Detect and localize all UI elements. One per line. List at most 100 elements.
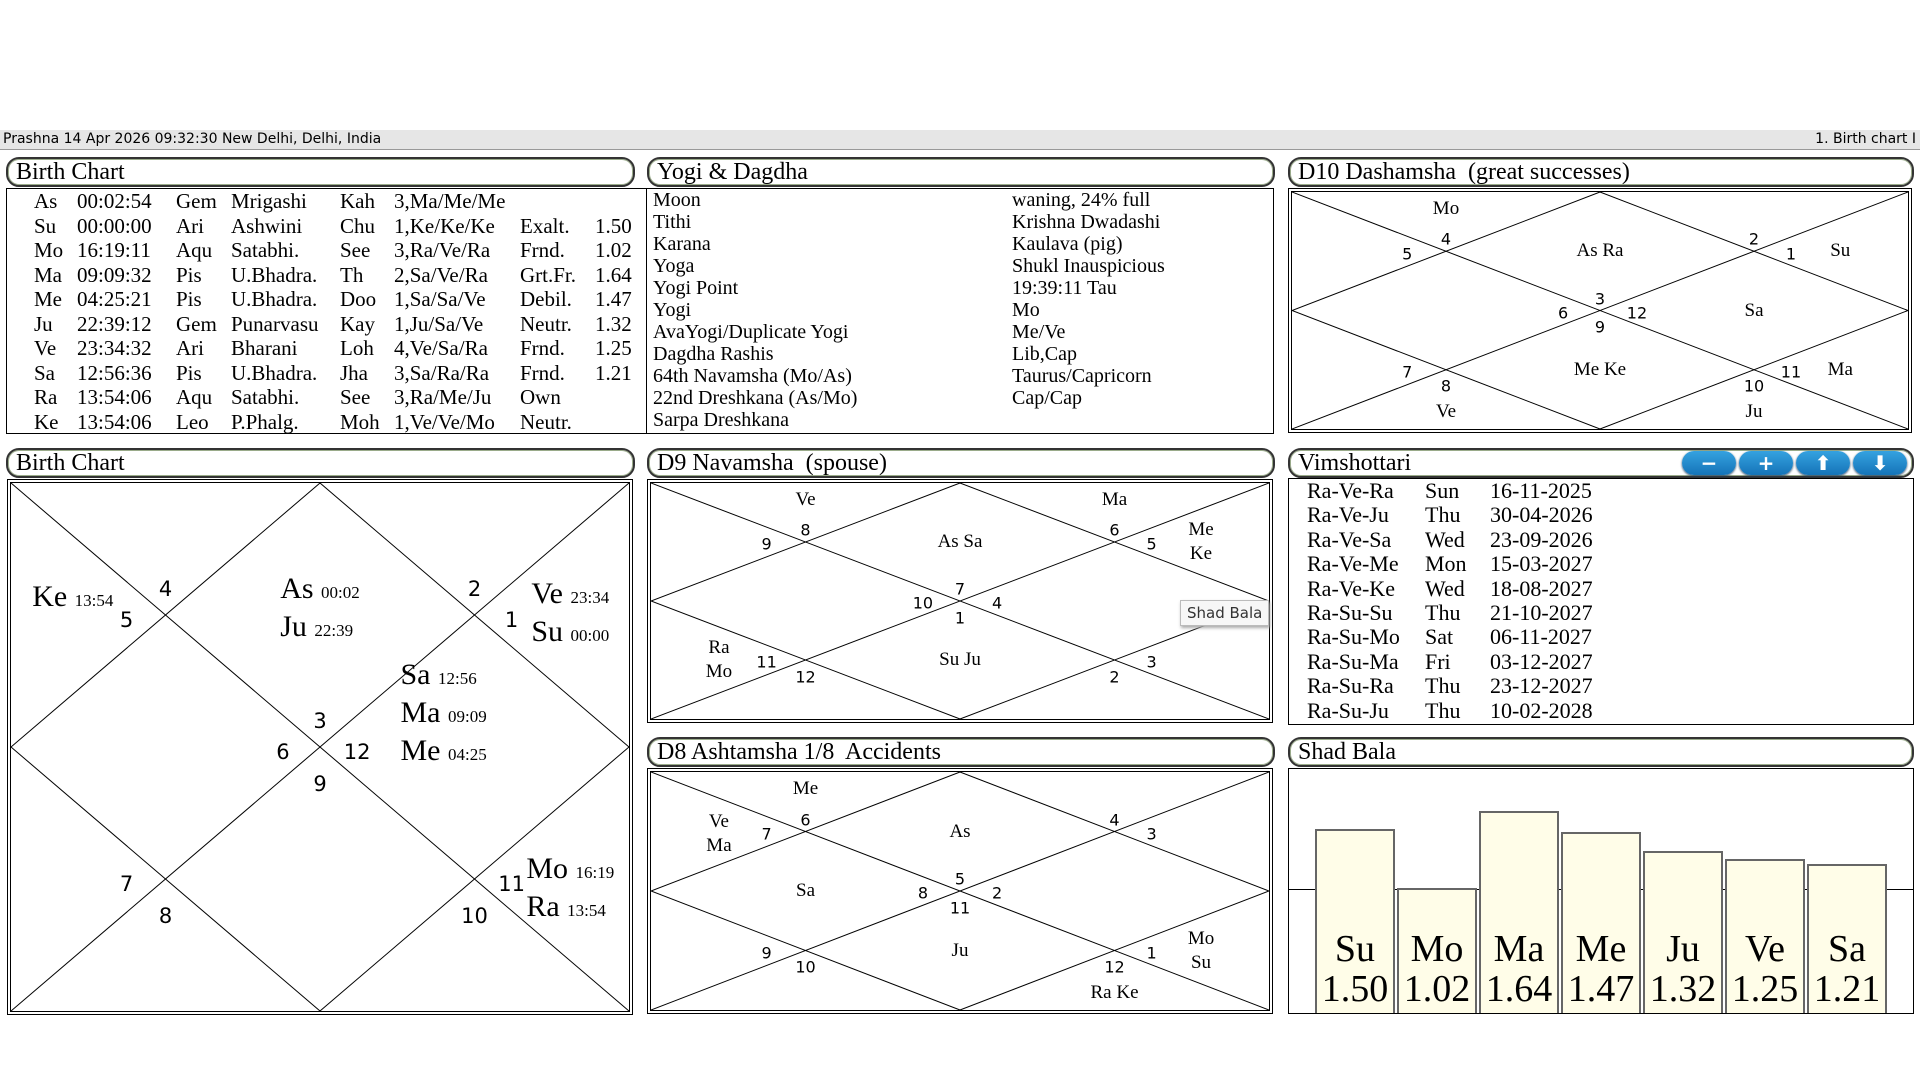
birth-table-planet: Ra (34, 385, 58, 409)
house-planets: Ju (952, 939, 969, 963)
expand-button[interactable]: + (1739, 451, 1793, 475)
birth-chart-title[interactable]: Birth Chart (6, 448, 635, 478)
scroll-down-button[interactable]: ⬇ (1853, 451, 1907, 475)
planet: Mo (1187, 927, 1215, 949)
birth-table-sign: Ari (176, 213, 204, 238)
birth-table-nakshatra: U.Bhadra. (231, 360, 318, 385)
birth-table-pada: 3,Ra/Me/Ju (394, 385, 492, 409)
planet: Mo 16:19 (526, 852, 614, 890)
dasha-date: 18-08-2027 (1490, 575, 1593, 601)
house-sign-number: 7 (761, 824, 772, 844)
d9-title[interactable]: D9 Navamsha (spouse) (647, 448, 1275, 478)
dasha-date: 23-12-2027 (1490, 673, 1593, 699)
diamond-edge (651, 772, 960, 891)
bar-value: 1.25 (1731, 968, 1799, 1010)
planet: Ra 13:54 (526, 890, 614, 928)
planet: Su (1190, 951, 1212, 973)
birth-table-longitude: 13:54:06 (77, 409, 152, 434)
house-sign-number: 12 (795, 667, 816, 687)
yogi-label: Yoga (653, 255, 695, 277)
house-planets: Me (793, 777, 818, 801)
house-sign-number: 7 (1402, 362, 1413, 382)
dasha-period: Ra-Su-Ra (1307, 673, 1394, 699)
planet: Ke (1189, 543, 1213, 564)
diamond-edge (960, 483, 1269, 601)
dasha-date: 15-03-2027 (1490, 551, 1593, 577)
diamond-edge (11, 747, 320, 1011)
planet: Ra (708, 637, 730, 658)
birth-table-sign: Ari (176, 336, 204, 360)
birth-table-pada: 1,Ve/Ve/Mo (394, 409, 495, 434)
yogi-value: Taurus/Capricorn (1012, 365, 1152, 387)
dasha-period: Ra-Ve-Ra (1307, 478, 1394, 503)
house-sign-number: 7 (954, 579, 966, 599)
dasha-period: Ra-Su-Su (1307, 600, 1393, 625)
dasha-weekday: Wed (1425, 526, 1465, 552)
d8-title[interactable]: D8 Ashtamsha 1/8 Accidents (647, 737, 1275, 767)
birth-table-longitude: 04:25:21 (77, 287, 152, 311)
birth-table-dignity: Debil. (520, 287, 572, 311)
house-planets: Su (1830, 239, 1850, 263)
diamond-edge (11, 483, 320, 747)
birth-table-dignity: Exalt. (520, 213, 570, 238)
dasha-period: Ra-Ve-Me (1307, 551, 1399, 577)
house-planets: Ju (1746, 400, 1763, 424)
planet: Ke 13:54 (32, 580, 113, 618)
house-planets: Ke 13:54 (32, 580, 113, 618)
diagonal (11, 483, 629, 1011)
yogi-title[interactable]: Yogi & Dagdha (647, 157, 1275, 187)
chart-selector-label[interactable]: 1. Birth chart I (1815, 131, 1916, 147)
planet-degree: 00:02 (321, 582, 360, 602)
house-sign-number: 2 (1748, 229, 1760, 249)
planet: Ma 09:09 (400, 696, 486, 734)
yogi-label: 22nd Dreshkana (As/Mo) (653, 387, 858, 409)
house-sign-number: 8 (1440, 376, 1452, 396)
bar-planet: Mo (1410, 928, 1464, 970)
shadbala-title[interactable]: Shad Bala (1288, 737, 1914, 767)
bar-planet: Su (1334, 928, 1376, 970)
planet-name: Ra (526, 889, 560, 923)
house-sign-number: 3 (1146, 652, 1157, 672)
planet-name: Ju (280, 609, 307, 643)
birth-table-nakshatra: Punarvasu (231, 311, 319, 336)
house-planets: As Ra (1577, 239, 1624, 263)
birth-table-planet: Ve (34, 336, 57, 360)
yogi-value: Shukl Inauspicious (1012, 255, 1165, 277)
birth-table-title[interactable]: Birth Chart (6, 157, 635, 187)
house-sign-number: 10 (1743, 376, 1765, 396)
house-sign-number: 10 (461, 903, 488, 928)
house-sign-number: 2 (991, 883, 1003, 903)
d10-title[interactable]: D10 Dashamsha (great successes) (1288, 157, 1914, 187)
house-sign-number: 9 (313, 771, 327, 796)
yogi-label: Sarpa Dreshkana (653, 409, 790, 431)
house-sign-number: 2 (467, 576, 482, 601)
birth-table-pada: 3,Ra/Ve/Ra (394, 238, 491, 262)
dasha-period: Ra-Su-Mo (1307, 624, 1400, 650)
dasha-date: 21-10-2027 (1490, 600, 1593, 625)
house-planets: As Sa (938, 530, 983, 554)
diamond-edge (1600, 311, 1908, 430)
birth-table-planet: As (34, 189, 58, 213)
scroll-up-button[interactable]: ⬆ (1796, 451, 1850, 475)
birth-table-sign: Gem (176, 189, 217, 213)
dasha-period: Ra-Ve-Ju (1307, 502, 1389, 528)
planet: Ve (1435, 401, 1457, 423)
collapse-button[interactable]: − (1682, 451, 1736, 475)
house-sign-number: 3 (1146, 824, 1157, 844)
birth-table-strength: 1.50 (595, 213, 632, 238)
prashna-info: Prashna 14 Apr 2026 09:32:30 New Delhi, … (3, 131, 382, 147)
birth-table-strength: 1.64 (595, 262, 632, 287)
diagonal (651, 483, 1269, 719)
house-planets: Sa (1745, 299, 1764, 323)
birth-table-planet: Ke (34, 409, 59, 434)
house-sign-number: 6 (1557, 303, 1569, 323)
